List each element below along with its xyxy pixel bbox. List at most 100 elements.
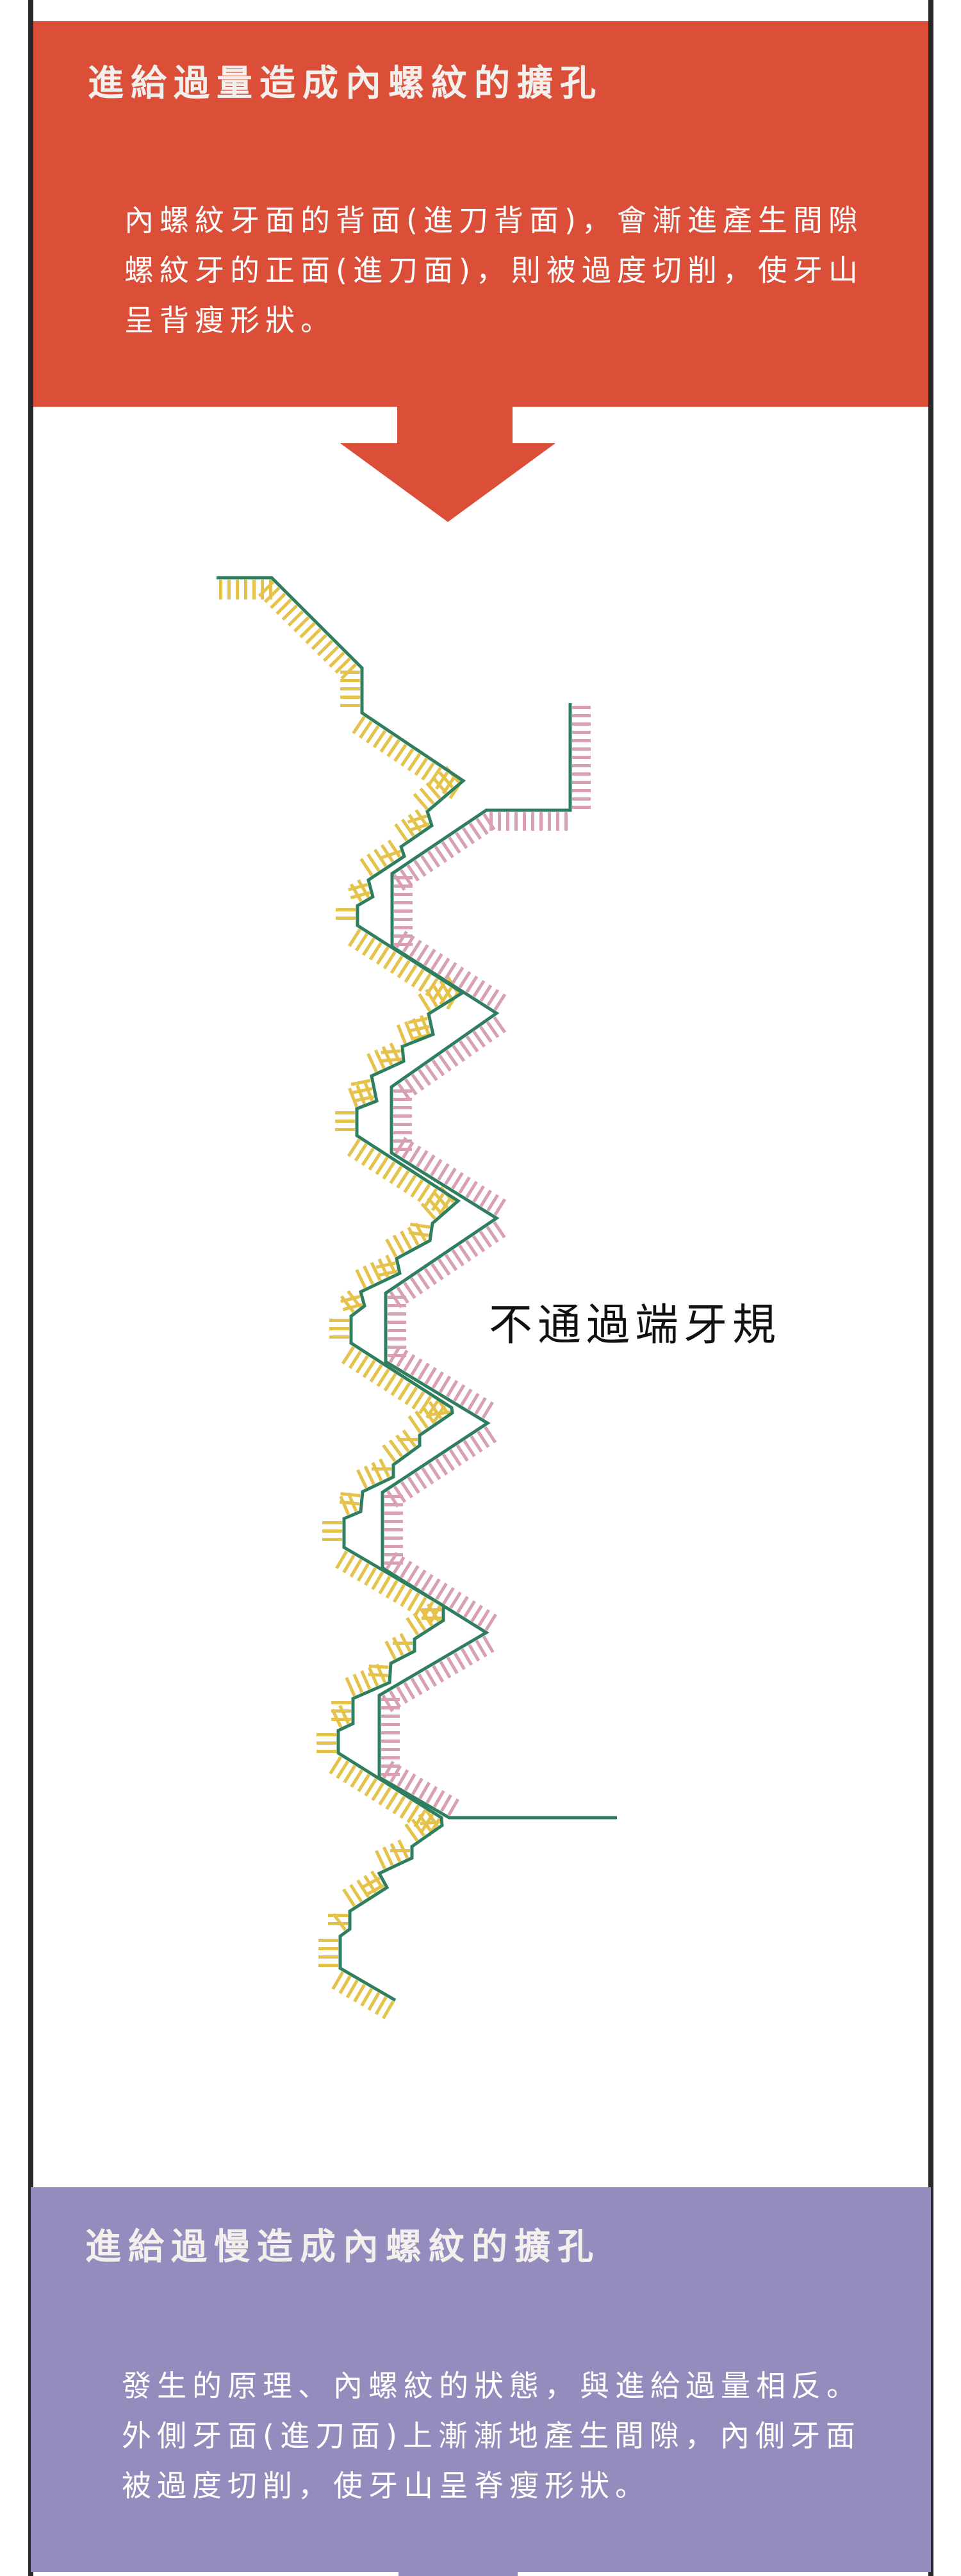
- hatch-tick: [385, 1791, 399, 1810]
- hatch-tick: [439, 980, 452, 999]
- hatch-tick: [415, 809, 429, 827]
- hatch-tick: [359, 858, 374, 877]
- hatch-tick: [474, 1397, 487, 1415]
- hatch-tick: [431, 1059, 445, 1077]
- hatch-tick: [343, 1765, 357, 1784]
- hatch-tick: [472, 1031, 486, 1048]
- hatch-tick: [414, 1569, 427, 1587]
- hatch-tick: [410, 1677, 423, 1695]
- hatch-tick: [416, 1272, 431, 1290]
- hatch-tick: [418, 1781, 431, 1800]
- hatch-tick: [410, 1358, 423, 1376]
- hatch-tick: [427, 1603, 441, 1622]
- hatch-tick: [356, 1469, 368, 1489]
- hatch-tick: [407, 1227, 420, 1246]
- hatch-tick: [348, 1088, 358, 1107]
- hatch-tick: [486, 1226, 499, 1243]
- hatch-tick: [486, 1194, 500, 1212]
- hatch-tick: [397, 959, 411, 979]
- hatch-tick: [419, 787, 435, 805]
- hatch-tick: [370, 1870, 384, 1889]
- hatch-tick: [404, 1021, 415, 1041]
- hatch-tick: [493, 1221, 506, 1239]
- hatch-tick: [345, 1677, 356, 1697]
- hatch-tick: [475, 1640, 488, 1658]
- hatch-tick: [396, 1024, 407, 1044]
- hatch-tick: [258, 580, 275, 598]
- hatch-tick: [400, 1588, 413, 1608]
- hatch-tick: [370, 1262, 382, 1282]
- hatch-tick: [424, 1367, 437, 1385]
- hatch-tick: [360, 1670, 372, 1690]
- hatch-tick: [382, 2000, 395, 2019]
- hatch-tick: [453, 1652, 466, 1670]
- hatch-tick: [415, 1410, 429, 1429]
- hatch-tick: [410, 1277, 423, 1294]
- hatch-tick: [393, 744, 407, 762]
- hatch-tick: [403, 1175, 417, 1193]
- hatch-tick: [404, 964, 418, 983]
- hatch-tick: [384, 1640, 397, 1660]
- hatch-tick: [375, 946, 390, 965]
- hatch-tick: [385, 1551, 398, 1570]
- hatch-tick: [465, 1035, 479, 1053]
- hatch-tick: [444, 962, 457, 980]
- hatch-tick: [406, 1804, 420, 1823]
- hatch-tick: [402, 935, 415, 953]
- under-feed-line-3: 被過度切削，使牙山呈脊瘦形狀。: [122, 2468, 650, 2503]
- hatch-tick: [425, 1786, 438, 1804]
- hatch-tick: [472, 980, 486, 998]
- hatch-tick: [395, 931, 408, 949]
- hatch-tick: [377, 1258, 390, 1278]
- hatch-tick: [342, 1554, 356, 1574]
- hatch-tick: [414, 1472, 427, 1490]
- hatch-tick: [435, 1583, 448, 1601]
- hatch-tick: [438, 1375, 452, 1394]
- hatch-tick: [388, 1439, 404, 1458]
- hatch-tick: [418, 1813, 432, 1832]
- hatch-tick: [400, 1481, 413, 1499]
- hatch-tick: [428, 1578, 441, 1596]
- hatch-tick: [349, 883, 363, 902]
- hatch-tick: [293, 616, 310, 633]
- hatch-tick: [460, 1388, 473, 1406]
- hatch-tick: [350, 1769, 364, 1788]
- hatch-tick: [428, 1401, 443, 1419]
- hatch-tick: [402, 1429, 417, 1447]
- hatch-tick: [468, 1643, 481, 1662]
- hatch-tick: [407, 1016, 428, 1025]
- hatch-tick: [399, 1800, 413, 1819]
- down-arrow-icon: [340, 404, 555, 522]
- hatch-tick: [347, 1492, 358, 1512]
- hatch-tick: [432, 776, 448, 794]
- hatch-tick: [390, 955, 404, 974]
- hatch-tick: [361, 937, 375, 956]
- hatch-tick: [342, 1888, 356, 1907]
- hatch-tick: [428, 767, 442, 785]
- hatch-tick: [438, 1258, 451, 1276]
- hatch-tick: [372, 730, 387, 748]
- hatch-tick: [382, 950, 397, 970]
- hatch-tick: [366, 1053, 378, 1073]
- over-feed-line-1: 內螺紋牙面的背面(進刀背面)，會漸進產生間隙: [124, 203, 864, 238]
- under-feed-line-1: 發生的原理、內螺紋的狀態，與進給過量相反。: [122, 2368, 862, 2403]
- hatch-tick: [390, 1377, 404, 1396]
- hatch-tick: [316, 639, 334, 656]
- hatch-tick: [338, 1975, 352, 1994]
- hatch-tick: [461, 1648, 473, 1666]
- hatch-tick: [281, 604, 299, 621]
- hatch-tick: [357, 1773, 371, 1793]
- hatch-tick: [424, 1064, 438, 1082]
- hatch-tick: [421, 1467, 434, 1485]
- hatch-tick: [389, 1165, 403, 1184]
- hatch-tick: [391, 1636, 404, 1656]
- hatch-tick: [355, 1355, 369, 1374]
- hatch-tick: [427, 1197, 443, 1214]
- hatch-tick: [404, 1078, 418, 1096]
- hatch-tick: [441, 841, 454, 859]
- hatch-tick: [357, 879, 370, 898]
- hatch-tick: [359, 720, 373, 739]
- hatch-tick: [385, 1255, 397, 1275]
- hatch-tick: [368, 1667, 379, 1687]
- hatch-tick: [355, 1269, 367, 1289]
